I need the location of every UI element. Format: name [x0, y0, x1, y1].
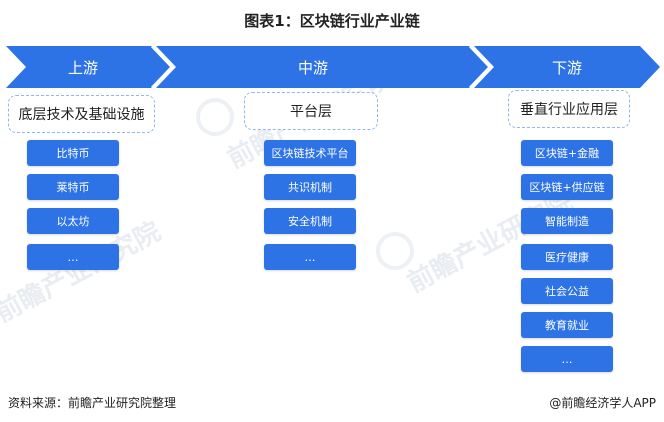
midstream-item: 安全机制	[264, 208, 356, 234]
downstream-item: 智能制造	[521, 208, 613, 234]
stage-label-midstream: 中游	[297, 59, 328, 77]
stage-label-upstream: 上游	[67, 59, 98, 77]
upstream-item: 以太坊	[27, 208, 119, 234]
watermark-logo-icon	[196, 98, 234, 136]
downstream-item: 医疗健康	[521, 244, 613, 270]
midstream-item: …	[264, 244, 356, 270]
downstream-item: 社会公益	[521, 278, 613, 304]
upstream-item: 莱特币	[27, 174, 119, 200]
downstream-item: 区块链+金融	[521, 140, 613, 166]
stage-arrow-midstream	[156, 46, 490, 88]
downstream-header: 垂直行业应用层	[508, 90, 630, 128]
upstream-item: 比特币	[27, 140, 119, 166]
stage-arrow-downstream	[474, 46, 660, 88]
downstream-item: 教育就业	[521, 312, 613, 338]
stage-arrow-bar	[0, 46, 664, 88]
watermark-logo-icon	[376, 232, 414, 270]
downstream-item: …	[521, 346, 613, 372]
downstream-item: 区块链+供应链	[521, 174, 613, 200]
stage-label-downstream: 下游	[551, 59, 582, 77]
stage-arrow-upstream	[6, 46, 172, 88]
chart-title: 图表1：区块链行业产业链	[244, 12, 420, 30]
upstream-item: …	[27, 244, 119, 270]
upstream-header: 底层技术及基础设施	[8, 95, 155, 133]
source-note: 资料来源：前瞻产业研究院整理	[8, 396, 177, 410]
brand-note: @前瞻经济学人APP	[549, 396, 656, 410]
midstream-header: 平台层	[244, 92, 378, 130]
midstream-item: 共识机制	[264, 174, 356, 200]
midstream-item: 区块链技术平台	[264, 140, 356, 166]
